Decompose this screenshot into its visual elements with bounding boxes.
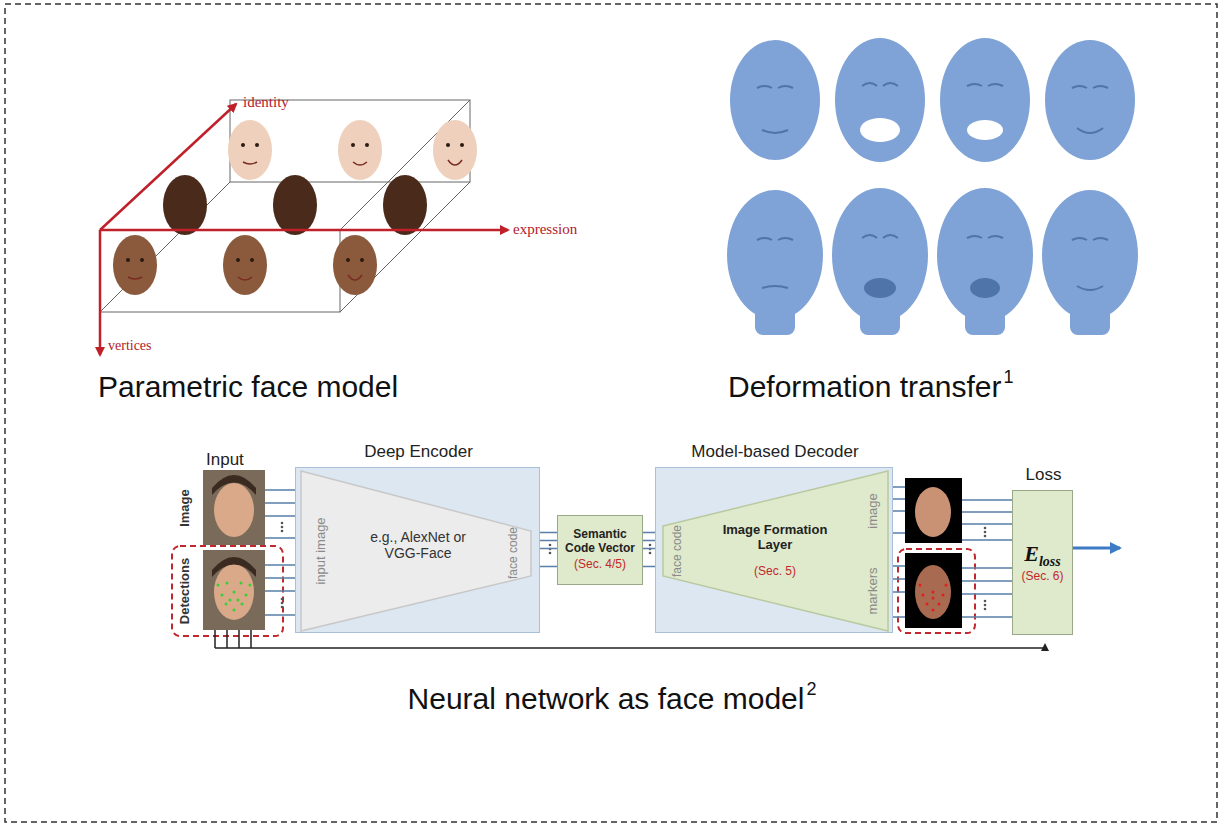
figure-caption: Parametric face model [98,370,398,405]
loss-symbol: E [1024,541,1039,566]
decoder-panel: Model-based Decoderface codeImage Format… [655,467,893,633]
footnote-number: 1 [1003,367,1013,388]
text-row: Eloss [1024,541,1060,566]
section-ref: (Sec. 6) [1021,570,1063,584]
layer-name: Image Formation Layer [715,523,835,553]
encoder-panel: Deep Encoderinput imagee.g., AlexNet or … [295,467,540,633]
output-renders [898,478,975,633]
panel-heading: Model-based Decoder [656,442,894,462]
blue-face-meshes [727,38,1138,335]
axis-label: identity [243,94,289,111]
network-name: e.g., AlexNet or VGG-Face [363,529,473,561]
input-heading: Input [206,450,244,470]
axis-label: expression [513,221,577,238]
parametric-model-figure [100,100,508,355]
section-ref: (Sec. 5) [715,565,835,579]
row-label: Image [177,473,193,543]
dashed-frame [5,4,1217,822]
port-label: face code [505,523,521,583]
box-title: Semantic Code Vector [561,528,639,556]
figure-caption: Deformation transfer [728,370,1001,405]
output-arrow [1073,547,1120,550]
port-label: image [865,476,881,546]
panel-heading: Deep Encoder [296,442,541,462]
figure-caption: Neural network as face model [408,682,805,717]
port-label: face code [669,521,685,581]
code-vector-box: Semantic Code Vector (Sec. 4/5) [557,515,643,585]
decoder-trapezoid: face code Image Formation Layer (Sec. 5) im… [663,471,888,631]
encoder-trapezoid: input image e.g., AlexNet or VGG-Face face… [301,471,531,631]
loss-subscript: loss [1039,554,1061,570]
section-ref: (Sec. 4/5) [574,558,626,572]
input-photos [172,470,283,636]
face-heads [113,120,477,295]
axis-label: vertices [108,338,152,354]
loss-box: LossEloss(Sec. 6) [1012,490,1073,635]
panel-heading: Loss [1003,465,1084,485]
footnote-number: 2 [806,679,816,700]
port-label: input image [313,491,329,611]
row-label: Detections [177,548,193,634]
port-label: markers [865,556,881,626]
